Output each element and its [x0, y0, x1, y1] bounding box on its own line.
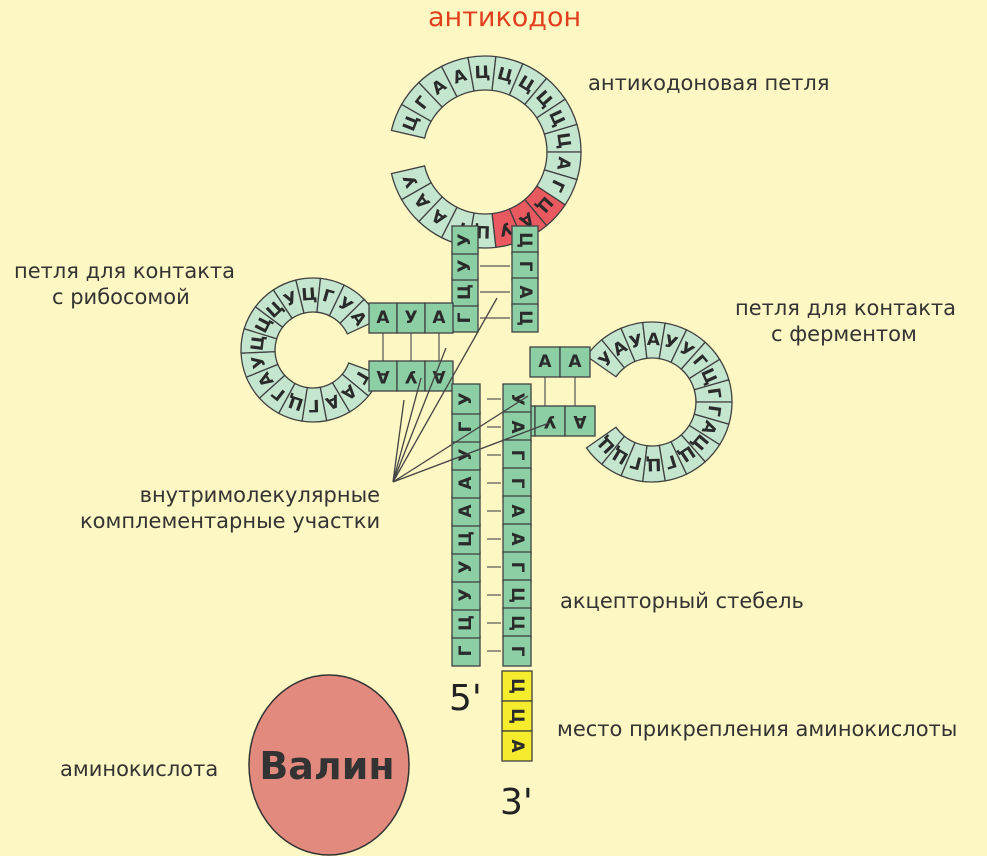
d-arm-stem-top-2-letter: А — [432, 308, 446, 328]
anticodon-stem-left-1-letter: Ц — [455, 284, 475, 300]
acceptor-left-2-letter: У — [456, 588, 476, 601]
enzyme-loop-label-line2: с ферментом — [735, 321, 956, 347]
attachment-site-2-letter: А — [507, 739, 527, 753]
complementary-label-line1: внутримолекулярные — [80, 482, 380, 508]
amino-acid-label: аминокислота — [60, 756, 218, 782]
acceptor-right-2-letter: Г — [507, 450, 527, 461]
acceptor-right-9-letter: Г — [507, 646, 527, 657]
d-arm-stem-bottom-0-letter: А — [376, 366, 390, 386]
d-arm-stem-bottom-2-letter: А — [432, 366, 446, 386]
acceptor-right-4-letter: А — [507, 504, 527, 518]
acceptor-left-9-letter: У — [456, 392, 476, 405]
enzyme-loop-label-line1: петля для контакта — [735, 295, 956, 321]
anticodon-stem-right-1-letter: Г — [515, 261, 535, 272]
acceptor-left-4-letter: Ц — [456, 531, 476, 547]
ribosome-loop-label: петля для контакта с рибосомой — [14, 258, 235, 311]
anticodon-loop-label: антикодоновая петля — [588, 70, 829, 96]
complementary-label: внутримолекулярные комплементарные участ… — [80, 482, 380, 535]
acceptor-left-0-letter: Г — [456, 645, 476, 656]
attachment-site-label: место прикрепления аминокислоты — [557, 716, 957, 742]
acceptor-right-3-letter: Г — [507, 478, 527, 489]
anticodon-stem-left-3-letter: У — [455, 233, 475, 246]
anticodon-stem-right-0-letter: Ц — [515, 232, 535, 248]
t-arm-stem-top-0-letter: А — [538, 352, 552, 372]
acceptor-right-7-letter: Ц — [507, 587, 527, 603]
ribosome-loop-label-line1: петля для контакта — [14, 258, 235, 284]
acceptor-left-5-letter: А — [456, 504, 476, 518]
complementary-label-line2: комплементарные участки — [80, 508, 380, 534]
acceptor-left-3-letter: У — [456, 560, 476, 573]
acceptor-right-8-letter: Ц — [507, 615, 527, 631]
t-arm-stem-bottom-2-letter: А — [573, 411, 587, 431]
t-arm-stem-bottom-1-letter: У — [543, 411, 556, 431]
anticodon-stem-right-2-letter: А — [515, 285, 535, 299]
d-arm-loop-letter-12: Ц — [301, 285, 318, 306]
acceptor-stem-label: акцепторный стебель — [560, 588, 804, 614]
attachment-site-0-letter: Ц — [507, 678, 527, 694]
acceptor-right-5-letter: А — [507, 532, 527, 546]
d-arm-stem-top-0-letter: А — [376, 308, 390, 328]
acceptor-left-6-letter: А — [456, 476, 476, 490]
ribosome-loop-label-line2: с рибосомой — [14, 284, 235, 310]
acceptor-left-1-letter: Ц — [456, 615, 476, 631]
t-arm-loop-letter-14: Ц — [645, 454, 661, 474]
attachment-site-1-letter: Ц — [507, 708, 527, 724]
d-arm-stem-top-1-letter: У — [404, 308, 417, 328]
anticodon-loop-letter-9: Ц — [552, 131, 574, 150]
t-arm-loop-letter-3: А — [647, 330, 661, 350]
anticodon-stem-right-3-letter: Ц — [515, 310, 535, 326]
three-prime-label: 3' — [500, 782, 533, 823]
d-arm-loop-letter-8: Ц — [248, 334, 270, 352]
acceptor-right-6-letter: Г — [507, 562, 527, 573]
anticodon-stem-left-0-letter: Г — [455, 312, 475, 323]
d-arm-stem-bottom-1-letter: У — [404, 366, 417, 386]
anticodon-loop-letter-4: Ц — [474, 63, 490, 83]
anticodon-stem-left-2-letter: У — [455, 259, 475, 272]
t-arm-stem-top-1-letter: А — [568, 352, 582, 372]
five-prime-label: 5' — [449, 678, 482, 719]
amino-acid-name: Валин — [259, 744, 394, 788]
anticodon-label: антикодон — [428, 2, 581, 33]
d-arm-loop-letter-3: Г — [308, 395, 319, 415]
enzyme-loop-label: петля для контакта с ферментом — [735, 295, 956, 348]
